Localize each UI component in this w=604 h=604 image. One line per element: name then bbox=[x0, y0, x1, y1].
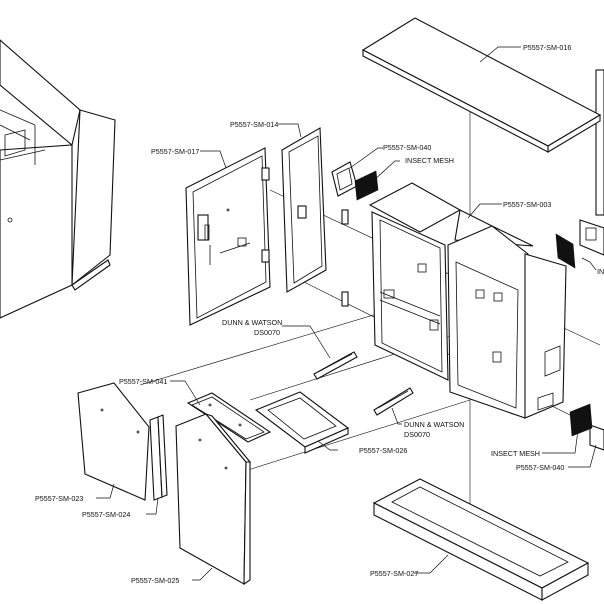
label-dunn-watson-right: DUNN & WATSON bbox=[404, 420, 464, 429]
label-p5557-sm-023: P5557-SM-023 bbox=[35, 494, 83, 503]
strip-024 bbox=[149, 414, 168, 501]
label-insect-mesh-top: INSECT MESH bbox=[405, 156, 454, 165]
label-p5557-sm-025: P5557-SM-025 bbox=[131, 576, 179, 585]
door-frame-014 bbox=[281, 127, 349, 307]
plinth-027 bbox=[372, 478, 590, 601]
side-panel-023 bbox=[77, 382, 150, 501]
door-017 bbox=[185, 147, 271, 326]
leader-lines bbox=[96, 46, 597, 581]
floor-frame-026 bbox=[254, 391, 350, 454]
label-p5557-sm-017: P5557-SM-017 bbox=[151, 147, 199, 156]
label-p5557-sm-016: P5557-SM-016 bbox=[523, 43, 571, 52]
label-p5557-sm-024: P5557-SM-024 bbox=[82, 510, 130, 519]
label-insect-mesh-bottom: INSECT MESH bbox=[491, 449, 540, 458]
insect-mesh-top bbox=[354, 170, 379, 201]
bracket-041 bbox=[186, 392, 272, 443]
base-panel-025 bbox=[175, 412, 252, 586]
label-p5557-sm-040-bottom: P5557-SM-040 bbox=[516, 463, 564, 472]
vent-mesh-right bbox=[544, 233, 576, 377]
label-insect-mesh-right-partial: IN bbox=[597, 267, 604, 276]
cabinet-003 bbox=[368, 182, 567, 419]
label-p5557-sm-041: P5557-SM-041 bbox=[119, 377, 167, 386]
label-p5557-sm-027: P5557-SM-027 bbox=[370, 569, 418, 578]
hinge-right-ds0070 bbox=[373, 387, 414, 416]
partial-panel-right-edge bbox=[579, 69, 604, 451]
label-p5557-sm-014: P5557-SM-014 bbox=[230, 120, 278, 129]
vent-plate-040-top bbox=[331, 161, 379, 201]
insect-mesh-right bbox=[555, 233, 576, 269]
roof-panel-016 bbox=[361, 17, 602, 153]
label-p5557-sm-040-top: P5557-SM-040 bbox=[383, 143, 431, 152]
label-p5557-sm-003: P5557-SM-003 bbox=[503, 200, 551, 209]
hinge-left-ds0070 bbox=[313, 351, 358, 380]
label-p5557-sm-026: P5557-SM-026 bbox=[359, 446, 407, 455]
enclosure-background bbox=[0, 39, 116, 319]
insect-mesh-bottom bbox=[569, 403, 593, 437]
vent-plate-040-bottom bbox=[569, 403, 593, 437]
label-ds0070-left: DS0070 bbox=[254, 328, 280, 337]
part-labels: P5557-SM-016 P5557-SM-014 P5557-SM-017 P… bbox=[35, 43, 604, 585]
label-ds0070-right: DS0070 bbox=[404, 430, 430, 439]
label-dunn-watson-left: DUNN & WATSON bbox=[222, 318, 282, 327]
